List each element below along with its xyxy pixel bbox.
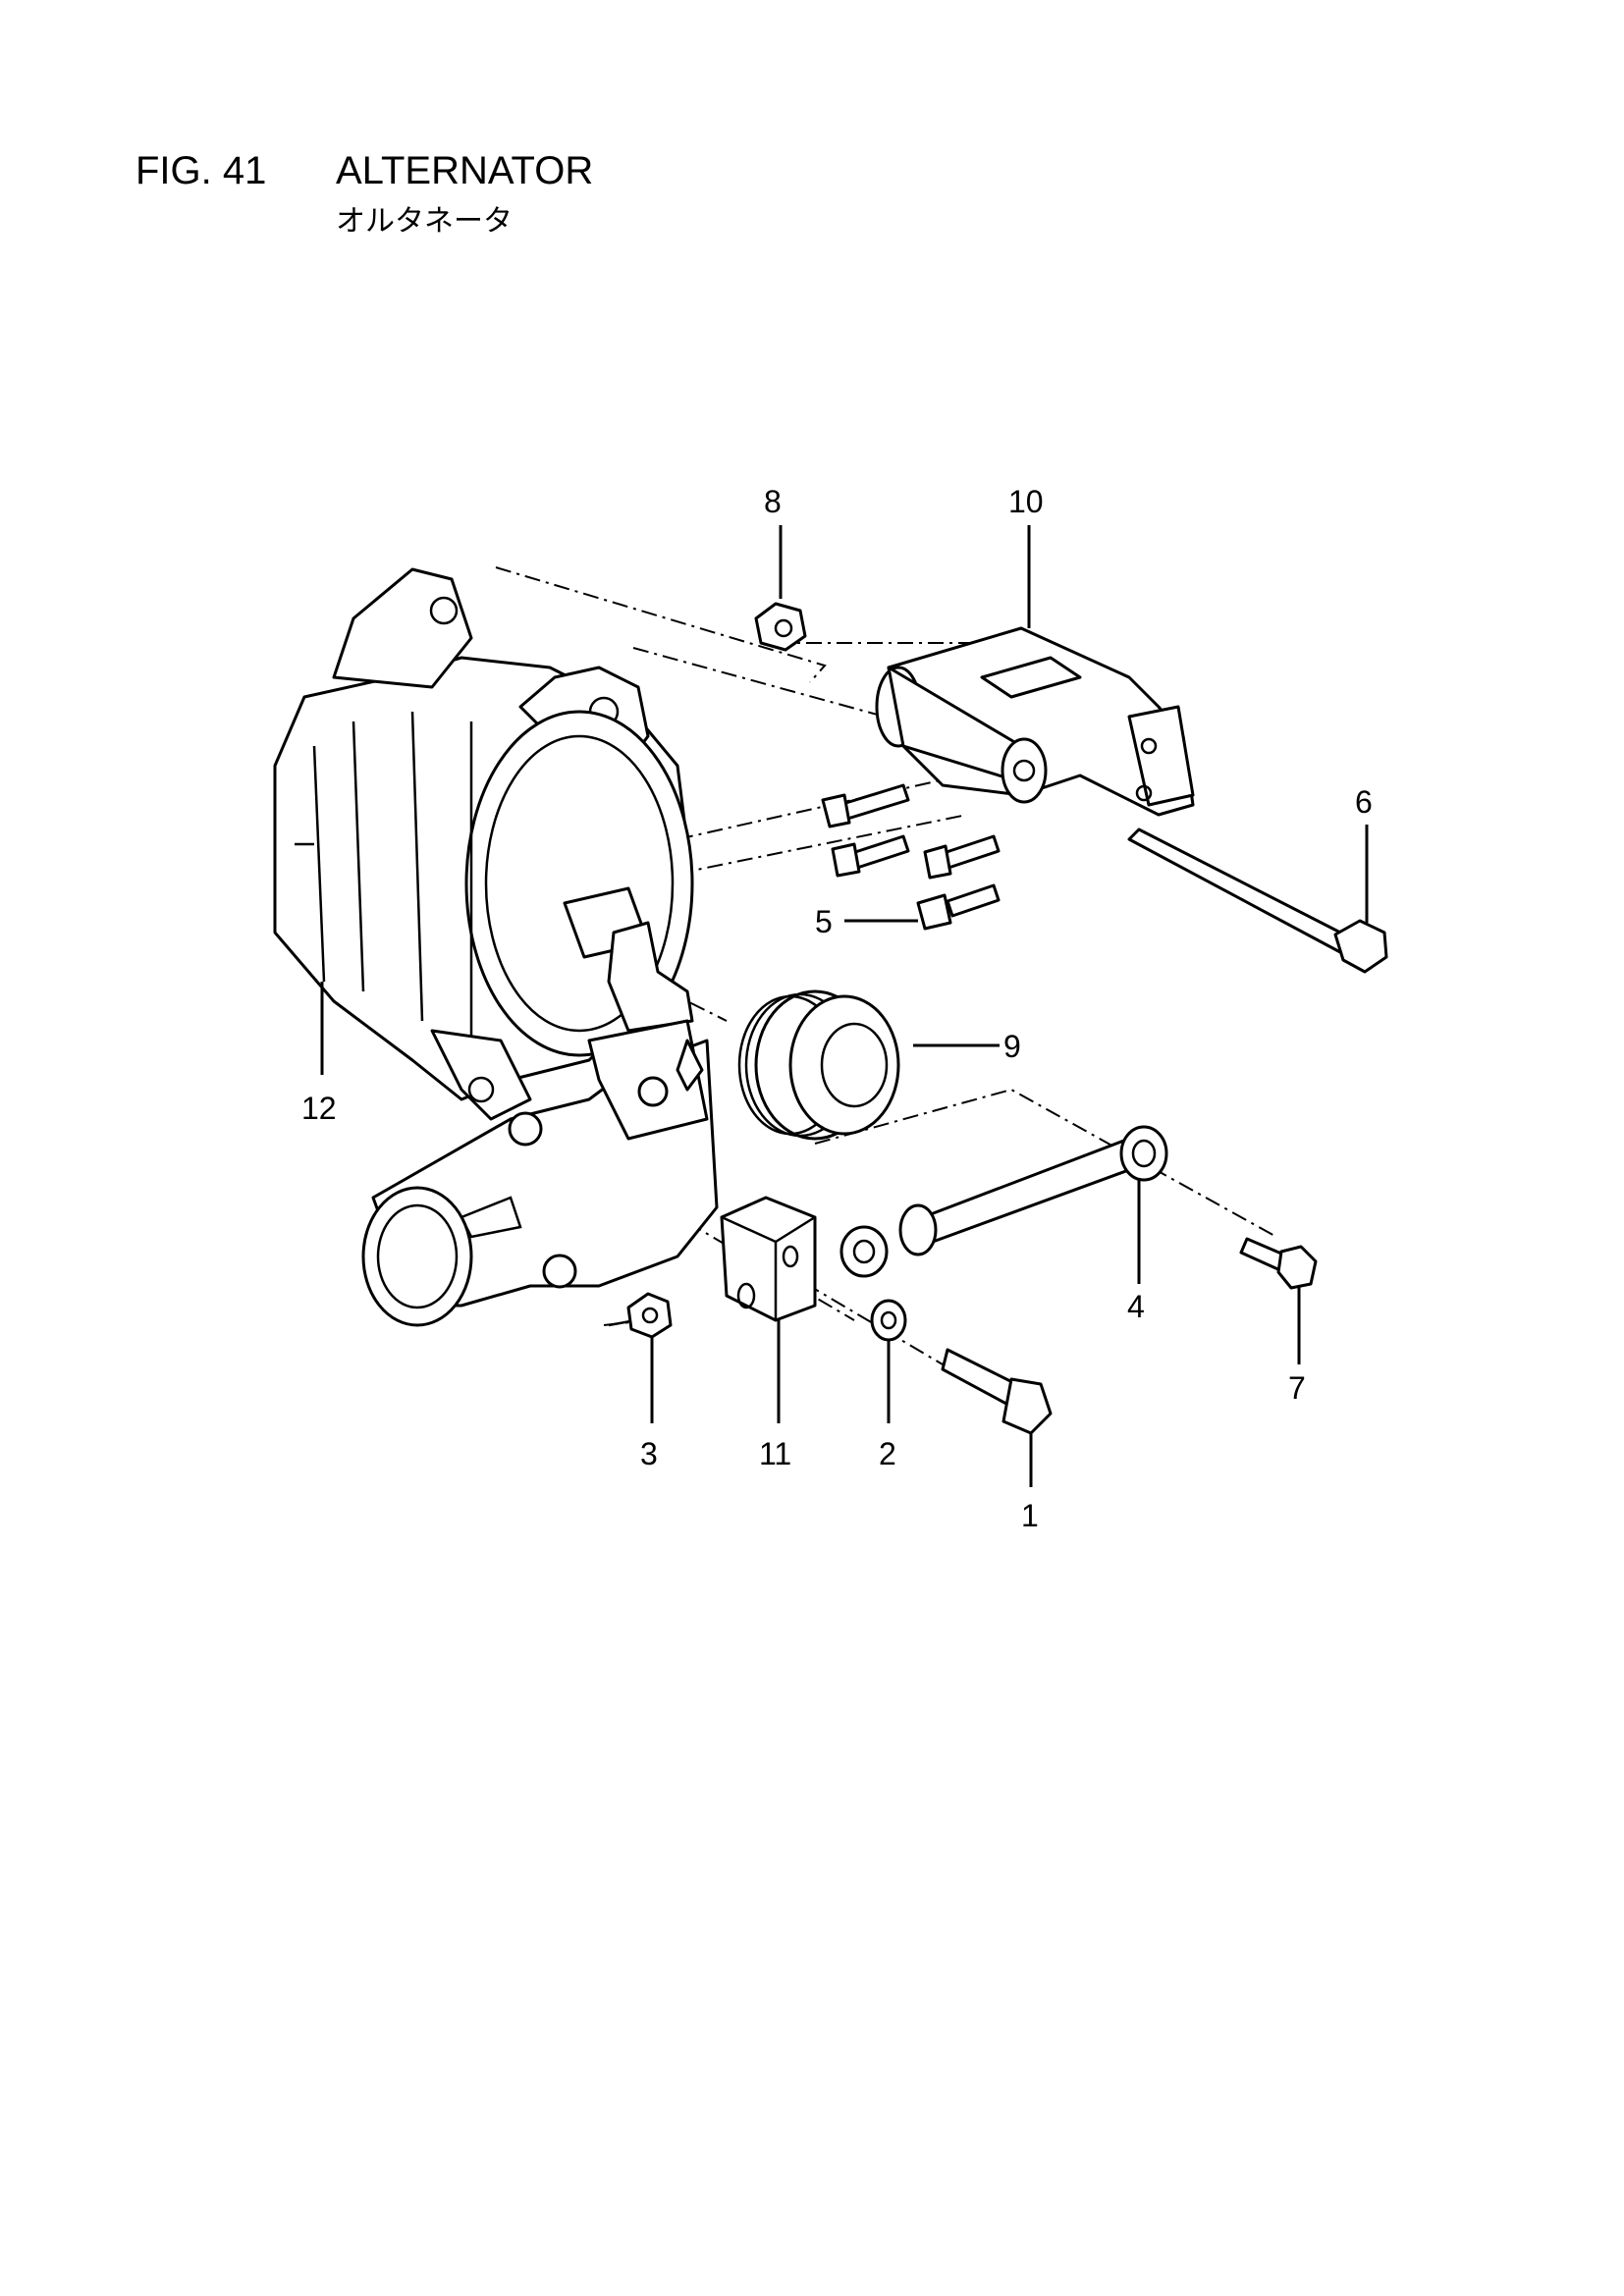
nut-part-3 <box>608 1292 673 1339</box>
callout-1: 1 <box>1021 1498 1039 1533</box>
bracket-part <box>875 626 1195 817</box>
leader-lines <box>320 525 1369 1487</box>
bolt-part-6 <box>1127 828 1388 974</box>
figure-number: FIG. 41 <box>135 149 267 192</box>
callout-10: 10 <box>1008 484 1044 519</box>
callout-11: 11 <box>759 1436 791 1471</box>
bolt-part-7 <box>1239 1237 1318 1290</box>
bolt-part-1 <box>941 1348 1053 1435</box>
callout-9: 9 <box>1003 1029 1021 1064</box>
figure-title: ALTERNATOR <box>336 149 594 192</box>
callout-5: 5 <box>815 904 833 939</box>
callout-2: 2 <box>879 1436 896 1471</box>
callout-4: 4 <box>1127 1289 1145 1324</box>
figure-subtitle: オルタネータ <box>336 205 513 238</box>
outlet-housing-part <box>361 1019 719 1327</box>
callout-labels: 8 10 6 5 9 12 4 7 3 11 2 1 <box>301 484 1373 1533</box>
nut-part-rod <box>839 1225 889 1278</box>
callout-12: 12 <box>301 1091 337 1126</box>
block-part-11 <box>720 1196 817 1322</box>
washer-part-2 <box>870 1299 907 1342</box>
pulley-part <box>737 989 900 1141</box>
bolt-part-group-5 <box>821 783 1001 931</box>
callout-6: 6 <box>1355 784 1373 820</box>
nut-part-8 <box>754 602 807 652</box>
callout-3: 3 <box>640 1436 658 1471</box>
callout-7: 7 <box>1288 1370 1306 1406</box>
alternator-part <box>273 567 694 1121</box>
callout-8: 8 <box>764 484 782 519</box>
rod-part-4 <box>898 1125 1168 1256</box>
